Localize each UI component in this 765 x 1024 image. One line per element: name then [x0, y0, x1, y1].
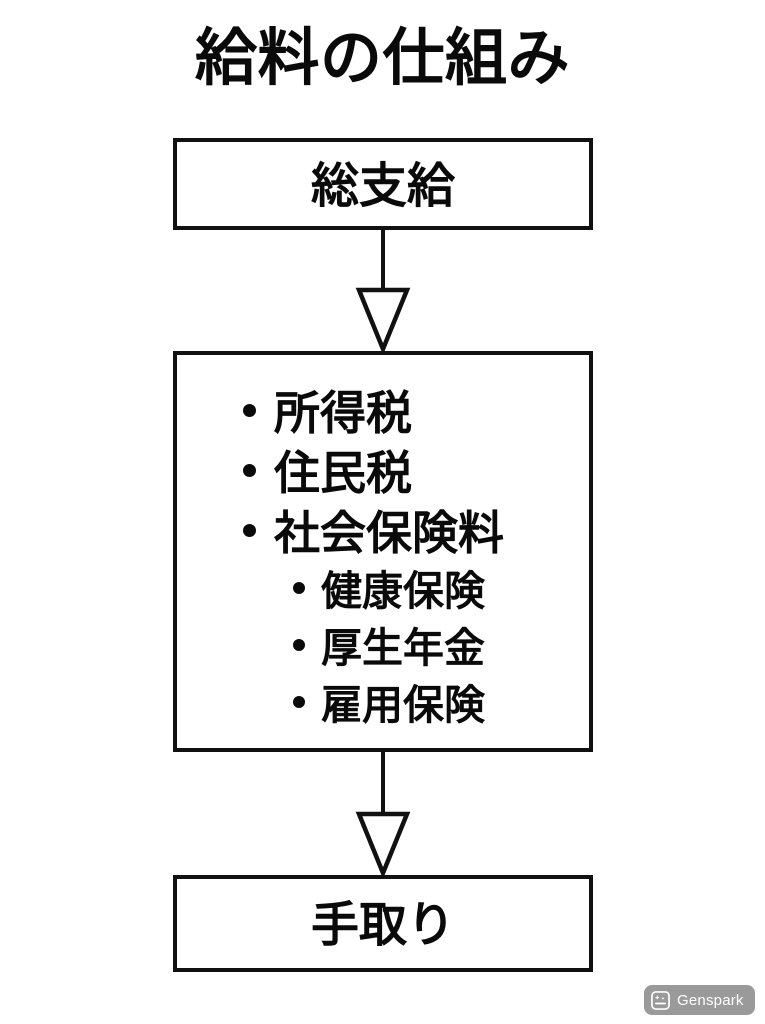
bullet-icon: [293, 639, 305, 651]
list-item: 住民税: [243, 443, 589, 503]
list-item-label: 社会保険料: [274, 507, 504, 559]
list-item: 雇用保険: [293, 677, 589, 734]
arrow-gross-to-deductions: [350, 230, 416, 351]
bullet-icon: [243, 524, 256, 537]
node-gross-pay-label: 総支給: [310, 160, 455, 213]
node-deductions: 所得税 住民税 社会保険料 健康保険 厚生年金 雇用保険: [173, 351, 593, 752]
bullet-icon: [243, 464, 256, 477]
list-item: 厚生年金: [293, 620, 589, 677]
bullet-icon: [293, 582, 305, 594]
node-gross-pay: 総支給: [173, 138, 593, 230]
genspark-watermark-label: Genspark: [677, 991, 744, 1009]
list-item-label: 所得税: [274, 387, 412, 439]
genspark-watermark: Genspark: [644, 985, 755, 1015]
list-item-label: 住民税: [274, 447, 412, 499]
list-item-label: 厚生年金: [321, 625, 485, 671]
sparkle-badge-icon: [651, 990, 670, 1010]
node-take-home-pay: 手取り: [173, 875, 593, 972]
bullet-icon: [243, 404, 256, 417]
list-item: 健康保険: [293, 563, 589, 620]
list-item: 所得税: [243, 383, 589, 443]
bullet-icon: [293, 696, 305, 708]
list-item-label: 雇用保険: [321, 682, 485, 728]
deductions-list: 所得税 住民税 社会保険料 健康保険 厚生年金 雇用保険: [177, 383, 589, 734]
page-title: 給料の仕組み: [194, 24, 570, 93]
node-take-home-pay-label: 手取り: [310, 899, 455, 952]
list-item: 社会保険料: [243, 503, 589, 563]
list-item-label: 健康保険: [321, 568, 485, 614]
arrow-deductions-to-net: [350, 752, 416, 875]
